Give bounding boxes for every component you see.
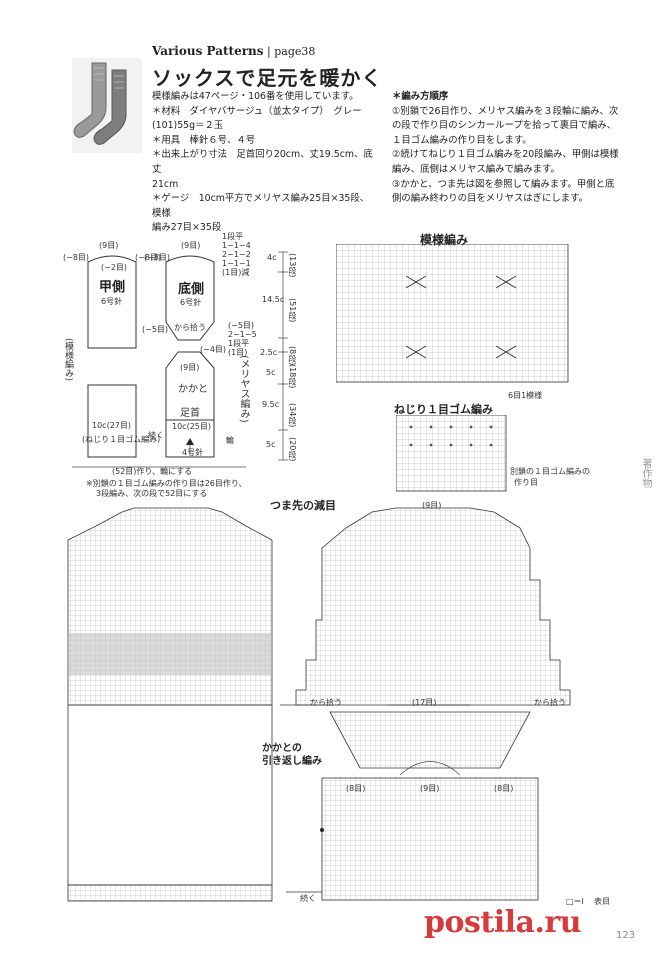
- round-label: 輪: [226, 436, 234, 445]
- series-title: Various Patterns | page38: [152, 44, 316, 58]
- spec-line: (101)55g＝２玉: [152, 120, 224, 132]
- r-51: (51段): [288, 298, 297, 323]
- continue-label-2: 続く: [300, 894, 316, 903]
- step-line: ②続けてねじり１目ゴム編みを20段編み、甲側は模様: [392, 149, 619, 161]
- pattern-chart-title: 模様編み: [420, 233, 469, 247]
- h-9-5c: 9.5c: [262, 400, 280, 409]
- top-dec-center: (−2目): [101, 263, 128, 272]
- ankle-label: 足首: [180, 408, 200, 419]
- heel-width: (9目): [180, 363, 200, 372]
- r-8: (8段): [288, 346, 297, 366]
- spec-line: ＊材料 ダイヤバサージュ（並太タイプ） グレー: [152, 105, 362, 117]
- r-13: (13段): [288, 253, 297, 278]
- toe-chart-title: つま先の減目: [270, 499, 336, 512]
- pick-up-left: から拾う: [174, 323, 206, 332]
- continue-label: 続く: [148, 431, 164, 440]
- spec-line: 21cm: [152, 178, 179, 190]
- pattern-repeat-label: 6目1模様: [508, 391, 543, 400]
- sole-label: 底側: [178, 282, 205, 297]
- sole-width-label: (9目): [181, 241, 201, 250]
- left-cuff-label: (ねじり１目ゴム編み): [82, 435, 161, 444]
- sole-toe-chart: [295, 507, 571, 706]
- toe-top-count: (9目): [422, 501, 442, 510]
- page-title: ソックスで足元を暖かく: [152, 66, 383, 90]
- heel-dec-4: (−4目): [200, 345, 227, 354]
- pick-up-right: から拾う: [534, 698, 566, 707]
- sole-piece-outline: [165, 255, 215, 341]
- sole-needle: 6号針: [180, 298, 202, 307]
- instep-piece-outline: [87, 255, 137, 349]
- sock-photo: [72, 58, 142, 153]
- materials-block: 模様編みは47ページ・106番を使用しています。 ＊材料 ダイヤバサージュ（並太…: [152, 90, 377, 236]
- instep-lower-outline: [87, 384, 137, 458]
- series-name: Various Patterns: [152, 44, 264, 58]
- instep-label: 甲側: [99, 280, 126, 295]
- mid-count: (17目): [412, 698, 437, 707]
- page-ref: page38: [274, 45, 316, 58]
- instep-needle: 6号針: [101, 297, 123, 306]
- heel-label: かかと: [178, 384, 208, 395]
- step-line: １目ゴム編みの作り目をします。: [392, 134, 532, 146]
- heel-count-mid: (9目): [420, 784, 440, 793]
- heel-dec-right: (−5目): [228, 321, 255, 330]
- h-5c-a: 5c: [266, 368, 276, 377]
- spec-line: 編み27目×35段: [152, 222, 222, 234]
- watermark-logo: postila.ru: [424, 905, 582, 940]
- heel-ankle-outline: [165, 351, 215, 458]
- h-4c: 4c: [267, 253, 277, 262]
- h-5c-b: 5c: [266, 440, 276, 449]
- ankle-count: 10c(25目): [172, 422, 211, 431]
- pick-up-left-2: から拾う: [310, 698, 342, 707]
- heel-dec-left: (−5目): [142, 325, 169, 334]
- instep-toe-chart: [67, 507, 273, 706]
- step-line: ③かかと、つま先は図を参照して編みます。甲側と底: [392, 178, 615, 190]
- spec-line: ＊出来上がり寸法 足首回り20cm、丈19.5cm、底丈: [152, 149, 373, 175]
- h-14-5c: 14.5c: [262, 295, 285, 304]
- spec-line: 模様編みは47ページ・106番を使用しています。: [152, 91, 359, 102]
- legend-text: 表目: [594, 897, 610, 906]
- left-count: 10c(27目): [92, 421, 131, 430]
- heel-chart-title: かかとの 引き返し編み: [262, 743, 322, 767]
- sidebar-text: 著作物: [640, 458, 651, 488]
- r-20: (20段): [288, 437, 297, 462]
- top-dec-left: (−8目): [63, 253, 90, 262]
- heel-body-chart: [321, 777, 539, 901]
- page-number: 123: [616, 930, 636, 941]
- heel-count-left: (8目): [346, 784, 366, 793]
- cast-on-label: (52目)作り、輪にする: [112, 467, 193, 476]
- top-width-label: (9目): [99, 241, 119, 250]
- rib-note-1: 別鎖の１目ゴム編みの: [510, 467, 590, 476]
- instructions-block: ＊編み方順序 ①別鎖で26目作り、メリヤス編みを３段輪に編み、次 の段で作り目の…: [392, 90, 632, 207]
- toe-dec-rule: 1段平 1−1−4 2−1−2 1−1−1 (1目)減: [222, 232, 251, 277]
- sole-dec-left: (−8目): [144, 253, 171, 262]
- rib-note-2: 作り目: [514, 478, 538, 487]
- rib-chart-title: ねじり１目ゴム編み: [394, 403, 493, 416]
- note-line-1: ※別鎖の１目ゴム編みの作り目は26目作り、: [86, 479, 247, 488]
- pattern-chart-grid: [336, 244, 569, 383]
- h-2-5c: 2.5c: [260, 348, 278, 357]
- cuff-needle: 4号針: [182, 448, 204, 457]
- heel-short-row-chart: [329, 711, 531, 769]
- pattern-side-label: (模様編み): [63, 338, 73, 382]
- step-line: の段で作り目のシンカーループを拾って裏目で編み、: [392, 120, 616, 132]
- rib-chart-grid: [396, 415, 507, 492]
- legend-symbol: □＝Ⅰ: [566, 897, 584, 906]
- top-dec-right: (−8目): [135, 253, 162, 262]
- heel-count-right: (8目): [494, 784, 514, 793]
- spec-line: ＊ゲージ 10cm平方でメリヤス編み25目×35段、模様: [152, 193, 370, 219]
- r-34: (34段): [288, 403, 297, 428]
- spec-line: ＊用具 棒針６号、４号: [152, 134, 256, 146]
- step-line: 側の編み終わりの目をメリヤスはぎにします。: [392, 193, 588, 205]
- stockinette-side-label: (メリヤス編み): [238, 355, 249, 423]
- note-line-2: 3段編み、次の段で52目にする: [96, 489, 208, 498]
- step-line: ①別鎖で26目作り、メリヤス編みを３段輪に編み、次: [392, 105, 619, 117]
- heel-dec-rule: 2−1−5 1段平 (1目): [228, 330, 257, 357]
- step-line: 編み、底側はメリヤス編みで編みます。: [392, 163, 560, 175]
- r-18: (18段): [288, 364, 297, 389]
- instructions-heading: ＊編み方順序: [392, 91, 449, 102]
